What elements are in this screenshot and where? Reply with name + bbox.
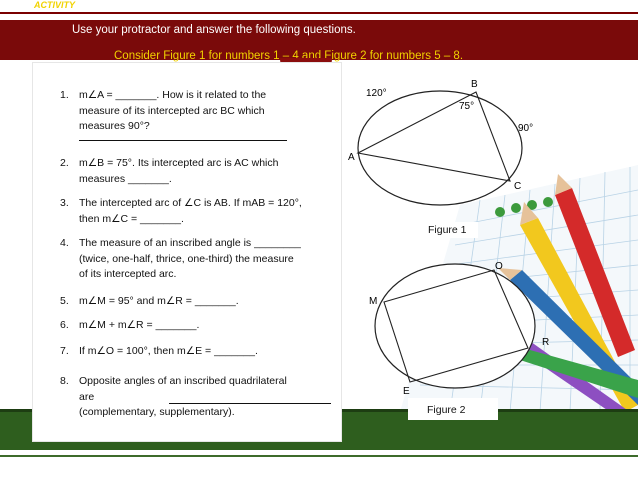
question-8-line2-row: are — [79, 390, 333, 406]
question-5: 5. m∠M = 95° and m∠R = _______. — [60, 294, 333, 310]
question-2-line1: m∠B = 75°. Its intercepted arc is AC whi… — [79, 157, 279, 169]
question-2-line2: measures _______. — [79, 172, 172, 185]
label-m: M — [369, 296, 377, 307]
question-6: 6. m∠M + m∠R = _______. — [60, 318, 333, 334]
figure-1-circle — [357, 90, 523, 206]
label-e: E — [403, 386, 410, 397]
instruction-banner — [0, 20, 638, 60]
top-rule — [0, 12, 638, 14]
question-1-line1: m∠A = _______. How is it related to the — [79, 89, 267, 101]
pencil-icon — [520, 350, 638, 398]
figure-2: M O R E — [369, 261, 549, 397]
question-number: 5. — [60, 295, 69, 307]
question-8-line1: Opposite angles of an inscribed quadrila… — [79, 375, 287, 387]
label-c: C — [514, 181, 521, 192]
consider-text: Consider Figure 1 for numbers 1 – 4 and … — [114, 50, 464, 62]
activity-tag: ACTIVITY — [34, 0, 76, 10]
questions-panel — [32, 62, 342, 442]
question-3: 3. The intercepted arc of ∠C is AB. If m… — [60, 196, 333, 227]
answer-line[interactable] — [79, 139, 287, 141]
question-8-line2: are — [79, 390, 95, 403]
label-b: B — [471, 79, 478, 90]
answer-line[interactable] — [169, 402, 331, 404]
figure-1-caption: Figure 1 — [428, 224, 467, 236]
question-number: 8. — [60, 375, 69, 387]
question-4: 4. The measure of an inscribed angle is … — [60, 236, 335, 283]
question-number: 2. — [60, 157, 69, 169]
figure-2-caption-box — [408, 398, 498, 420]
pencil-icon — [555, 174, 635, 357]
instruction-text: Use your protractor and answer the follo… — [72, 24, 356, 36]
question-2: 2. m∠B = 75°. Its intercepted arc is AC … — [60, 156, 333, 187]
figure-1-caption-box — [408, 222, 478, 238]
bottom-white-rule — [0, 450, 638, 453]
figure-2-caption: Figure 2 — [427, 404, 466, 416]
question-1: 1. m∠A = _______. How is it related to t… — [60, 88, 333, 141]
question-number: 7. — [60, 345, 69, 357]
question-number: 3. — [60, 197, 69, 209]
arc-bc-measure: 90° — [518, 123, 533, 134]
label-o: O — [495, 261, 503, 272]
figure-2-quadrilateral — [383, 269, 529, 383]
question-6-line1: m∠M + m∠R = _______. — [79, 319, 200, 331]
question-number: 4. — [60, 237, 69, 249]
question-8-line3: (complementary, supplementary). — [79, 406, 235, 418]
bottom-green-rule — [0, 455, 638, 457]
question-3-line2: then m∠C = _______. — [79, 212, 184, 225]
arc-ab-measure: 120° — [366, 88, 387, 99]
figure-1: A B C 120° 75° 90° — [348, 79, 533, 206]
question-7-line1: If m∠O = 100°, then m∠E = _______. — [79, 345, 258, 357]
question-3-line1: The intercepted arc of ∠C is AB. If mAB … — [79, 197, 302, 209]
label-a: A — [348, 152, 355, 163]
figure-1-triangle — [356, 91, 511, 182]
question-1-line3: measures 90°? — [79, 120, 150, 132]
question-number: 6. — [60, 319, 69, 331]
label-r: R — [542, 337, 549, 348]
question-4-line2: (twice, one-half, thrice, one-third) the… — [79, 252, 294, 265]
question-number: 1. — [60, 89, 69, 101]
question-1-line2: measure of its intercepted arc BC which — [79, 104, 265, 117]
question-8: 8. Opposite angles of an inscribed quadr… — [60, 374, 333, 421]
question-7: 7. If m∠O = 100°, then m∠E = _______. — [60, 344, 333, 360]
question-4-line1: The measure of an inscribed angle is ___… — [79, 237, 301, 249]
angle-b-measure: 75° — [459, 101, 474, 112]
question-5-line1: m∠M = 95° and m∠R = _______. — [79, 295, 239, 307]
question-4-line3: of its intercepted arc. — [79, 268, 177, 280]
